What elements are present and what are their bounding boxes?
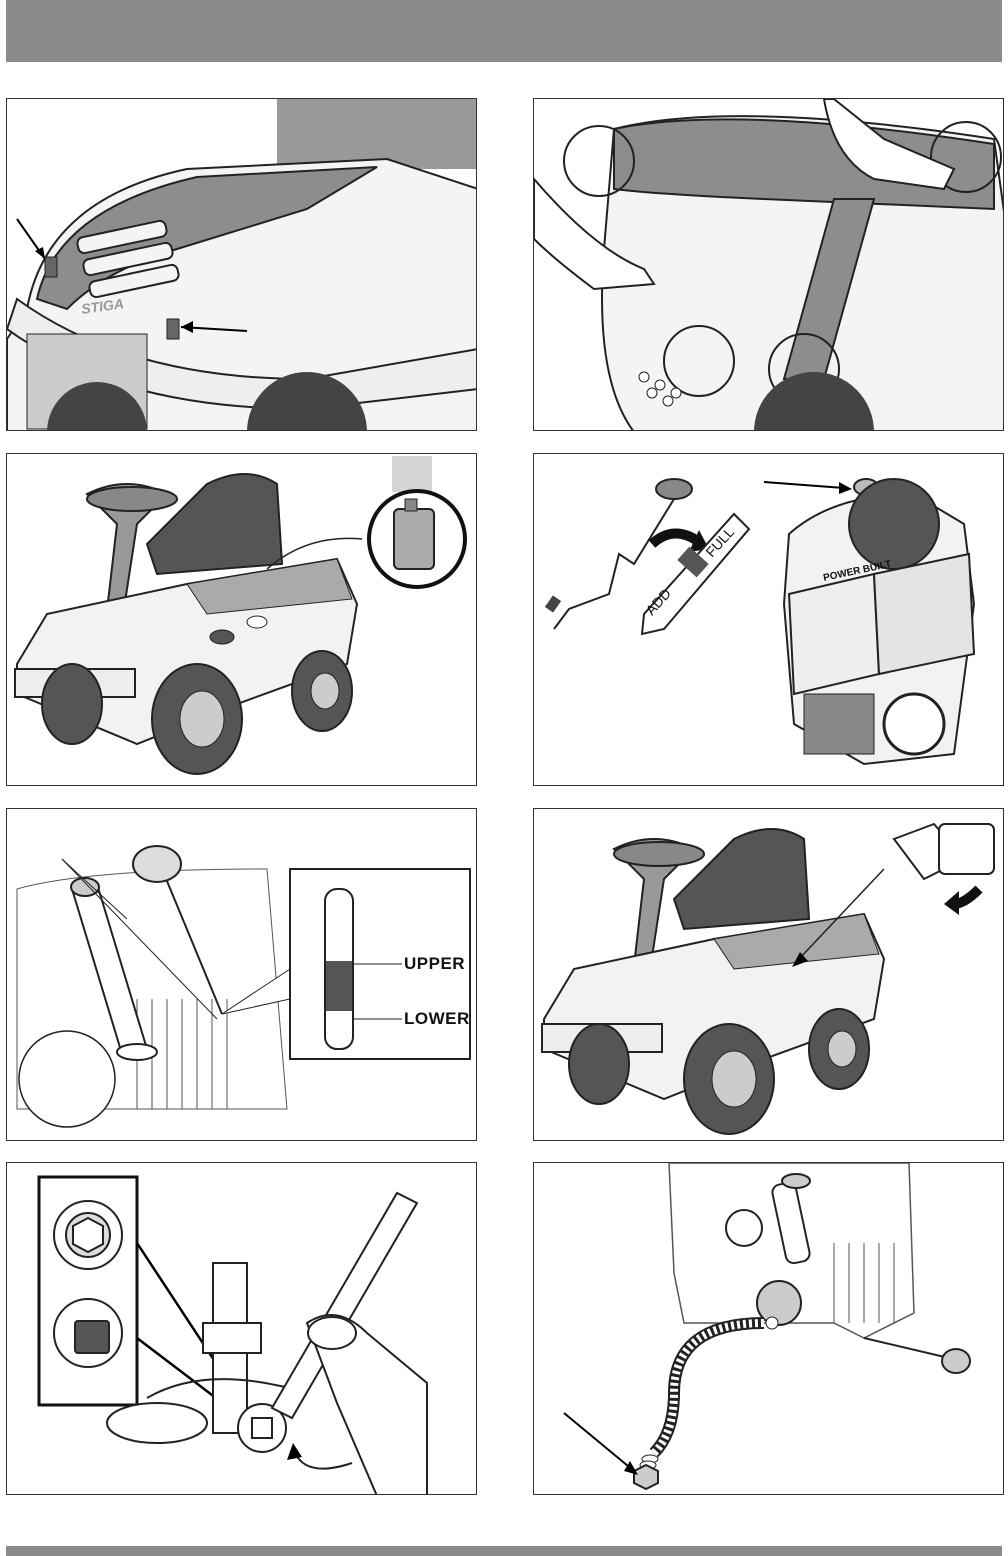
panel-drain-plug [6, 1162, 477, 1495]
panel-dipstick-engine: ADD FULL POWER BUILT [533, 453, 1004, 786]
dipstick-level-icon [7, 809, 477, 1141]
panel-refuel [6, 453, 477, 786]
panel-dipstick-levels: UPPER LOWER [6, 808, 477, 1141]
panel-oil-filler [533, 808, 1004, 1141]
panel-drain-hose [533, 1162, 1004, 1495]
fuel-can-icon [7, 454, 477, 786]
panel-hood-removal [533, 98, 1004, 431]
drain-hose-icon [534, 1163, 1004, 1495]
level-upper-label: UPPER [404, 954, 465, 974]
oil-dipstick-icon: ADD FULL POWER BUILT [534, 454, 1004, 786]
header-bar [6, 0, 1002, 62]
panel-hood-latches: STIGA [6, 98, 477, 431]
drain-plug-icon [7, 1163, 477, 1495]
level-lower-label: LOWER [404, 1009, 470, 1029]
oil-filler-icon [534, 809, 1004, 1141]
footer-bar [6, 1546, 1002, 1556]
mower-hood-icon: STIGA [7, 99, 477, 431]
hood-removal-icon [534, 99, 1004, 431]
